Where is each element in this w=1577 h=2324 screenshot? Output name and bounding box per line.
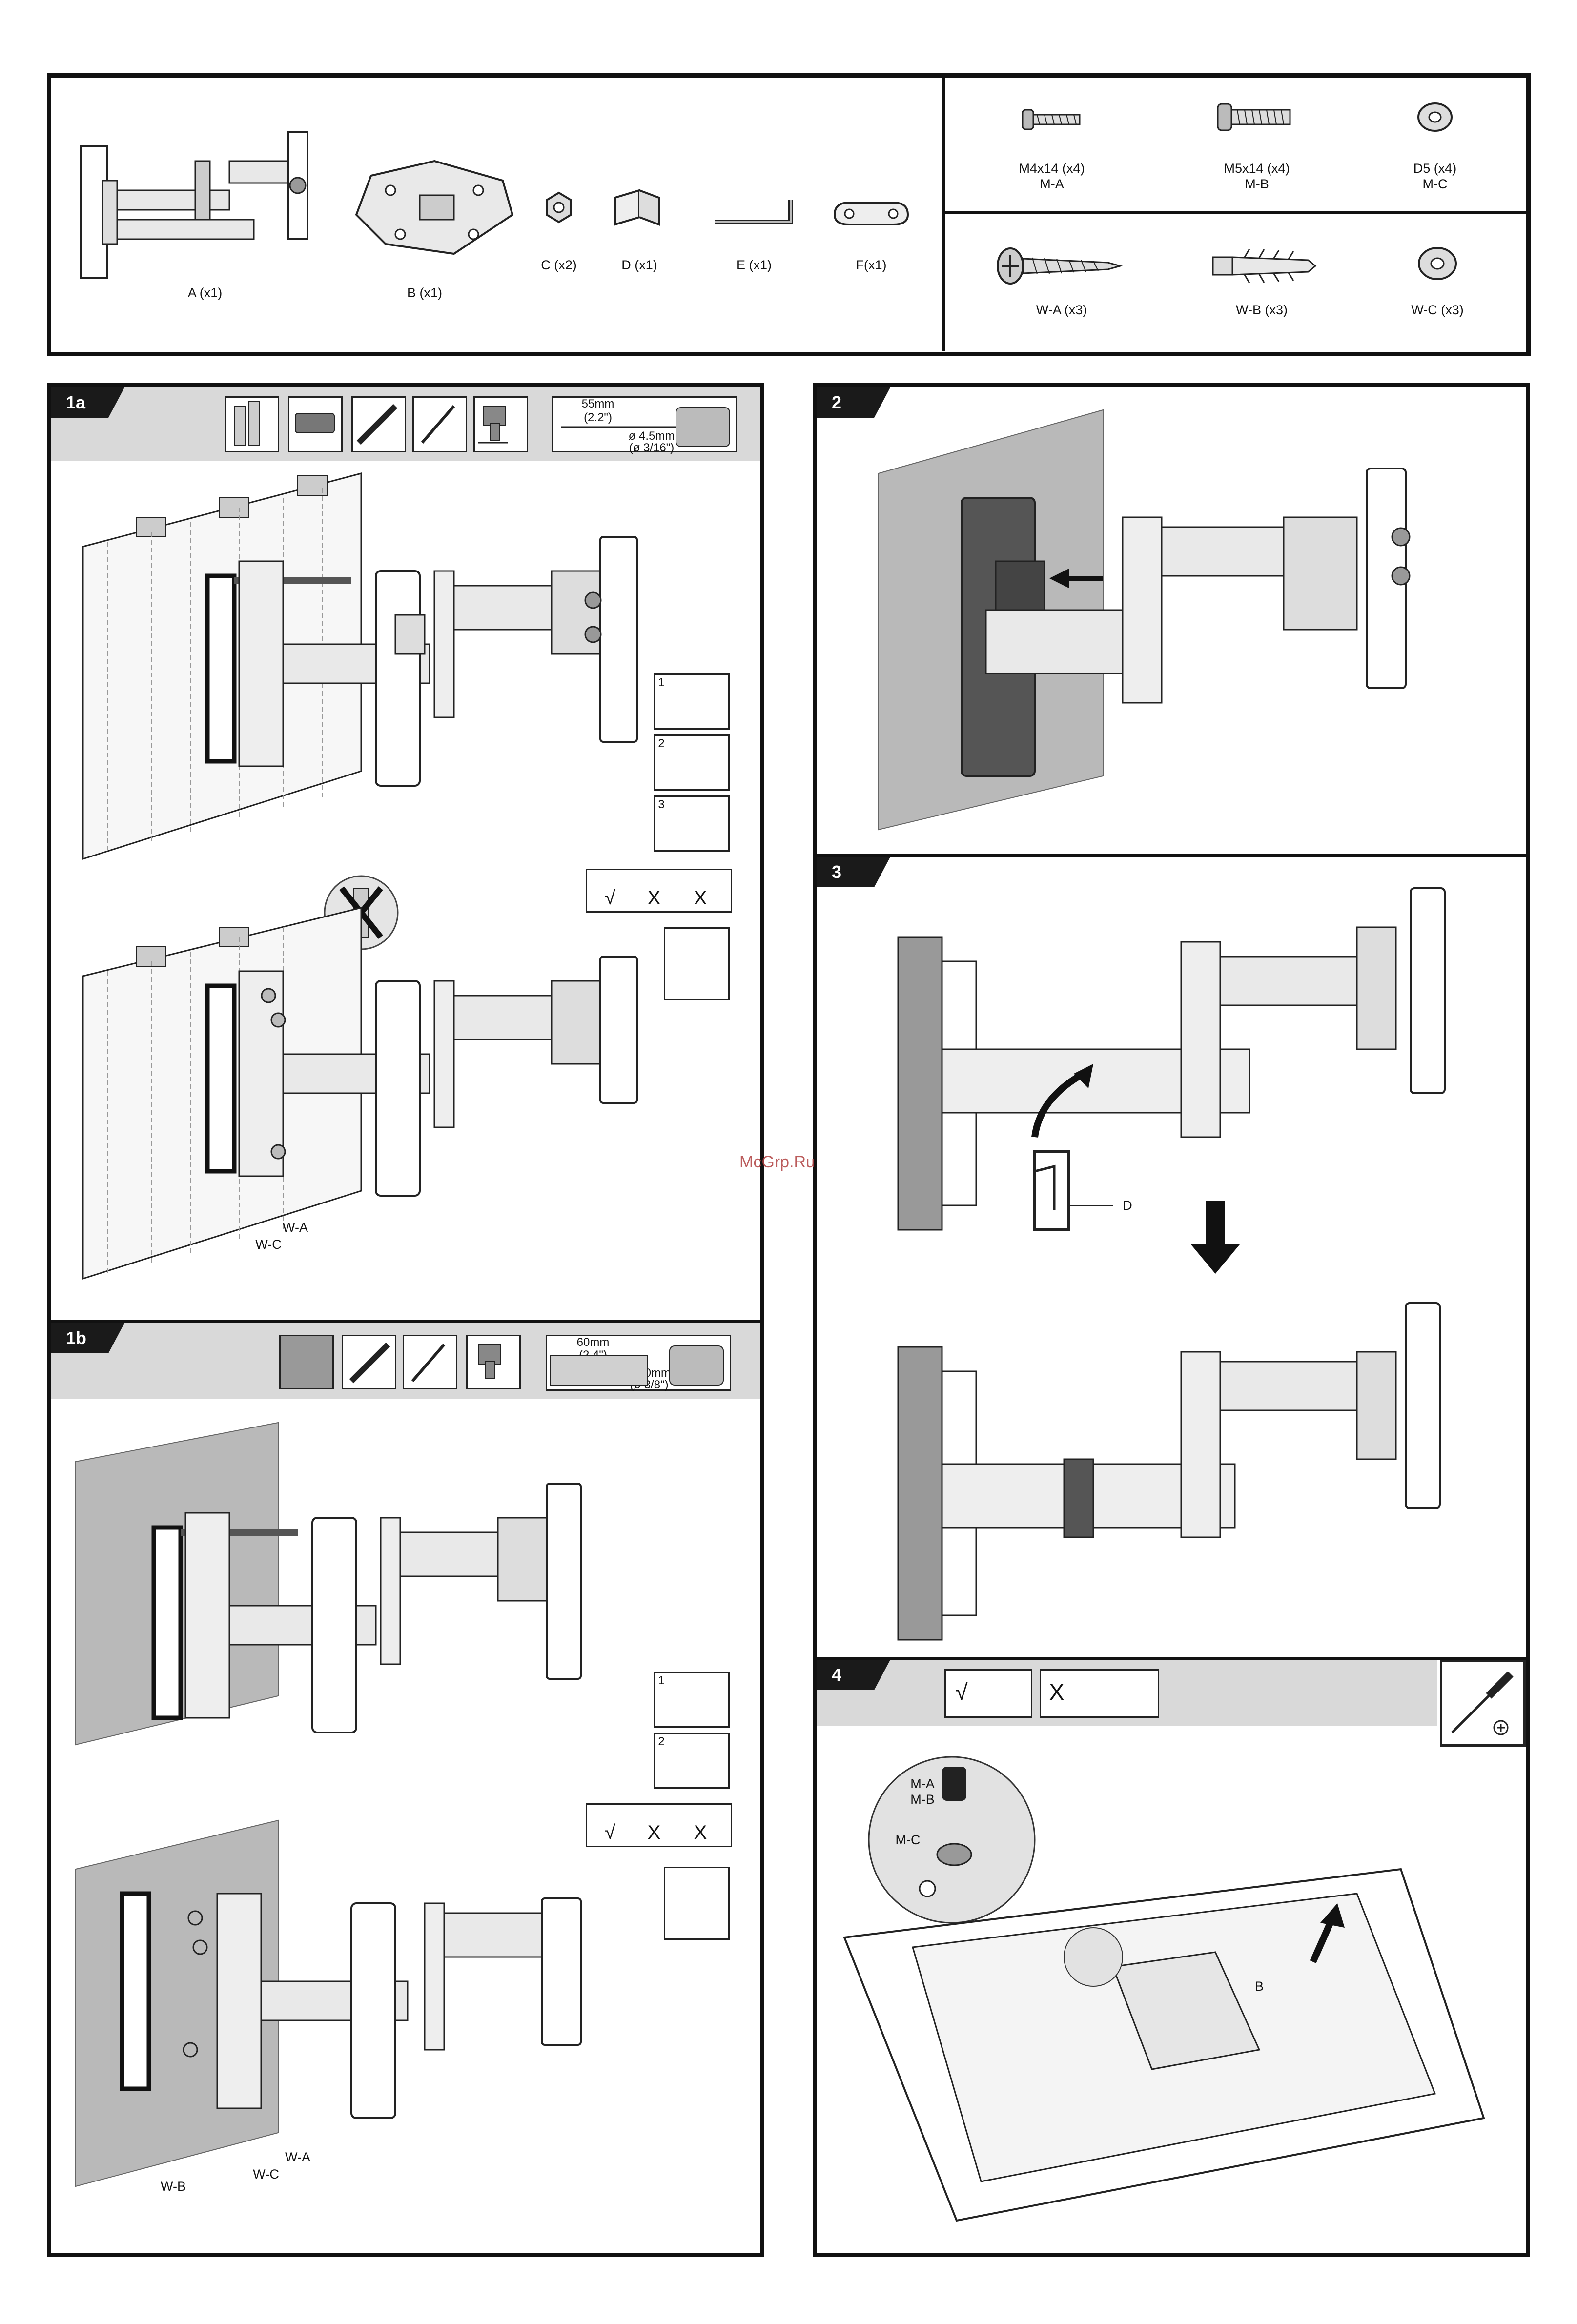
step-1a-arm-mount-drawing [200, 522, 649, 805]
callout-w-a-1b: W-A [276, 2150, 320, 2165]
part-a-arm-drawing [73, 132, 337, 293]
screw-m-a-icon [1020, 105, 1084, 134]
cross-1b-a: X [639, 1822, 669, 1844]
callout-w-a-1a: W-A [273, 1220, 317, 1235]
washer-m-c-icon [1415, 100, 1454, 134]
substep-1a-2-num: 2 [656, 737, 666, 751]
check-step-4: √ [949, 1679, 974, 1705]
part-e-allen-key-drawing [713, 195, 800, 229]
check-1a: √ [595, 887, 625, 909]
screwdriver-icon [1442, 1664, 1525, 1745]
cross-1b-b: X [686, 1822, 715, 1844]
tool-icons-1a-drawings [225, 396, 527, 452]
substep-1a-1-num: 1 [656, 676, 666, 690]
drill-icon-1a-lower [664, 927, 730, 1000]
drill-icon-1b-lower [664, 1867, 730, 1940]
step-4-tv-plate-drawing [840, 1757, 1494, 2225]
parts-divider-horizontal [942, 211, 1527, 214]
callout-m-c-step-4: M-C [893, 1833, 922, 1848]
tool-icons-1b-drawings [342, 1335, 522, 1389]
washer-m-c-code: M-C [1381, 177, 1489, 192]
screw-m-b-size: M5x14 (x4) [1201, 161, 1313, 176]
part-b-plate-drawing [356, 161, 517, 259]
washer-w-c-label: W-C (x3) [1381, 303, 1494, 318]
watermark: McGrp.Ru [739, 1153, 815, 1172]
step-2-divider [817, 854, 1526, 857]
screw-m-a-size: M4x14 (x4) [996, 161, 1108, 176]
part-d-clip-drawing [610, 188, 664, 232]
part-b-label: B (x1) [386, 285, 464, 301]
callout-m-b-step-4: M-B [908, 1792, 937, 1807]
callout-b-step-4: B [1252, 1979, 1267, 1994]
step-1b-badge: 1b [51, 1323, 124, 1353]
substep-1a-3-num: 3 [656, 798, 666, 812]
step-1b-arm-drill-drawing [146, 1474, 586, 1752]
callout-w-c-1b: W-C [244, 2167, 288, 2182]
step-1a-arm-screwed-drawing [200, 957, 649, 1230]
step-1a-badge: 1a [51, 387, 124, 418]
screw-w-a-icon [996, 244, 1123, 288]
callout-m-a-step-4: M-A [908, 1776, 937, 1792]
part-d-label: D (x1) [608, 258, 671, 273]
part-e-label: E (x1) [722, 258, 786, 273]
drill-bit-1a-drawing [554, 398, 735, 451]
step-3-clip-install-drawing [888, 869, 1474, 1650]
callout-w-b-1b: W-B [151, 2179, 195, 2194]
screw-w-a-label: W-A (x3) [1005, 303, 1118, 318]
step-2-hook-arm-drawing [879, 410, 1503, 839]
part-c-nut-drawing [542, 190, 576, 224]
step-4-badge: 4 [817, 1660, 890, 1690]
screw-m-b-icon [1215, 100, 1293, 134]
cross-1a-a: X [639, 887, 669, 909]
wall-material-tool-icon [279, 1335, 334, 1389]
cross-1a-b: X [686, 887, 715, 909]
screw-m-b-code: M-B [1201, 177, 1313, 192]
part-a-label: A (x1) [166, 285, 244, 301]
part-f-label: F(x1) [840, 258, 903, 273]
part-f-wrench-drawing [830, 195, 913, 229]
cross-step-4: X [1045, 1679, 1069, 1705]
callout-w-c-1a: W-C [246, 1237, 290, 1252]
parts-divider-vertical [942, 78, 945, 351]
check-1b: √ [595, 1822, 625, 1844]
anchor-w-b-label: W-B (x3) [1206, 303, 1318, 318]
washer-w-c-icon [1415, 244, 1459, 283]
washer-m-c-size: D5 (x4) [1381, 161, 1489, 176]
substep-1b-2-num: 2 [656, 1735, 666, 1749]
screw-m-a-code: M-A [996, 177, 1108, 192]
substep-1b-1-num: 1 [656, 1674, 666, 1688]
callout-d-step-3: D [1118, 1198, 1137, 1213]
part-c-label: C (x2) [522, 258, 595, 273]
step-1b-arm-screwed-drawing [112, 1874, 600, 2157]
drill-bit-1b-drawing [548, 1336, 728, 1390]
anchor-w-b-icon [1210, 246, 1318, 285]
